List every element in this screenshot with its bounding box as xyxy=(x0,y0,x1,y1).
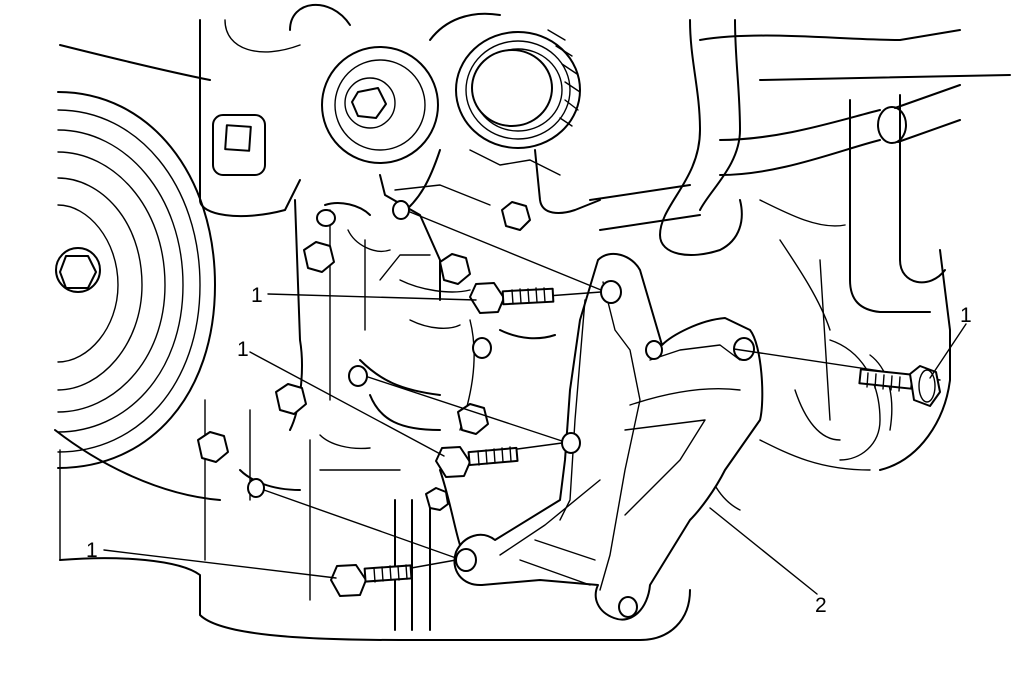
callout-label-bolt-middle-left: 1 xyxy=(237,338,249,361)
callout-leaders xyxy=(103,293,967,595)
engine-block xyxy=(54,3,1011,641)
callout-label-bolt-lower-left: 1 xyxy=(86,539,98,562)
bolt-right xyxy=(858,365,941,407)
callout-label-bolt-upper-left: 1 xyxy=(251,284,263,307)
block-bolt-heads xyxy=(197,201,531,511)
bolt-middle-left xyxy=(435,446,519,478)
bolt-lower-left xyxy=(330,564,413,597)
callout-label-bolt-right: 1 xyxy=(960,304,972,327)
crankshaft-pulley xyxy=(55,91,216,469)
generator-bracket xyxy=(453,252,764,621)
callout-label-bracket: 2 xyxy=(815,594,827,617)
bolt-upper-left xyxy=(469,282,555,314)
